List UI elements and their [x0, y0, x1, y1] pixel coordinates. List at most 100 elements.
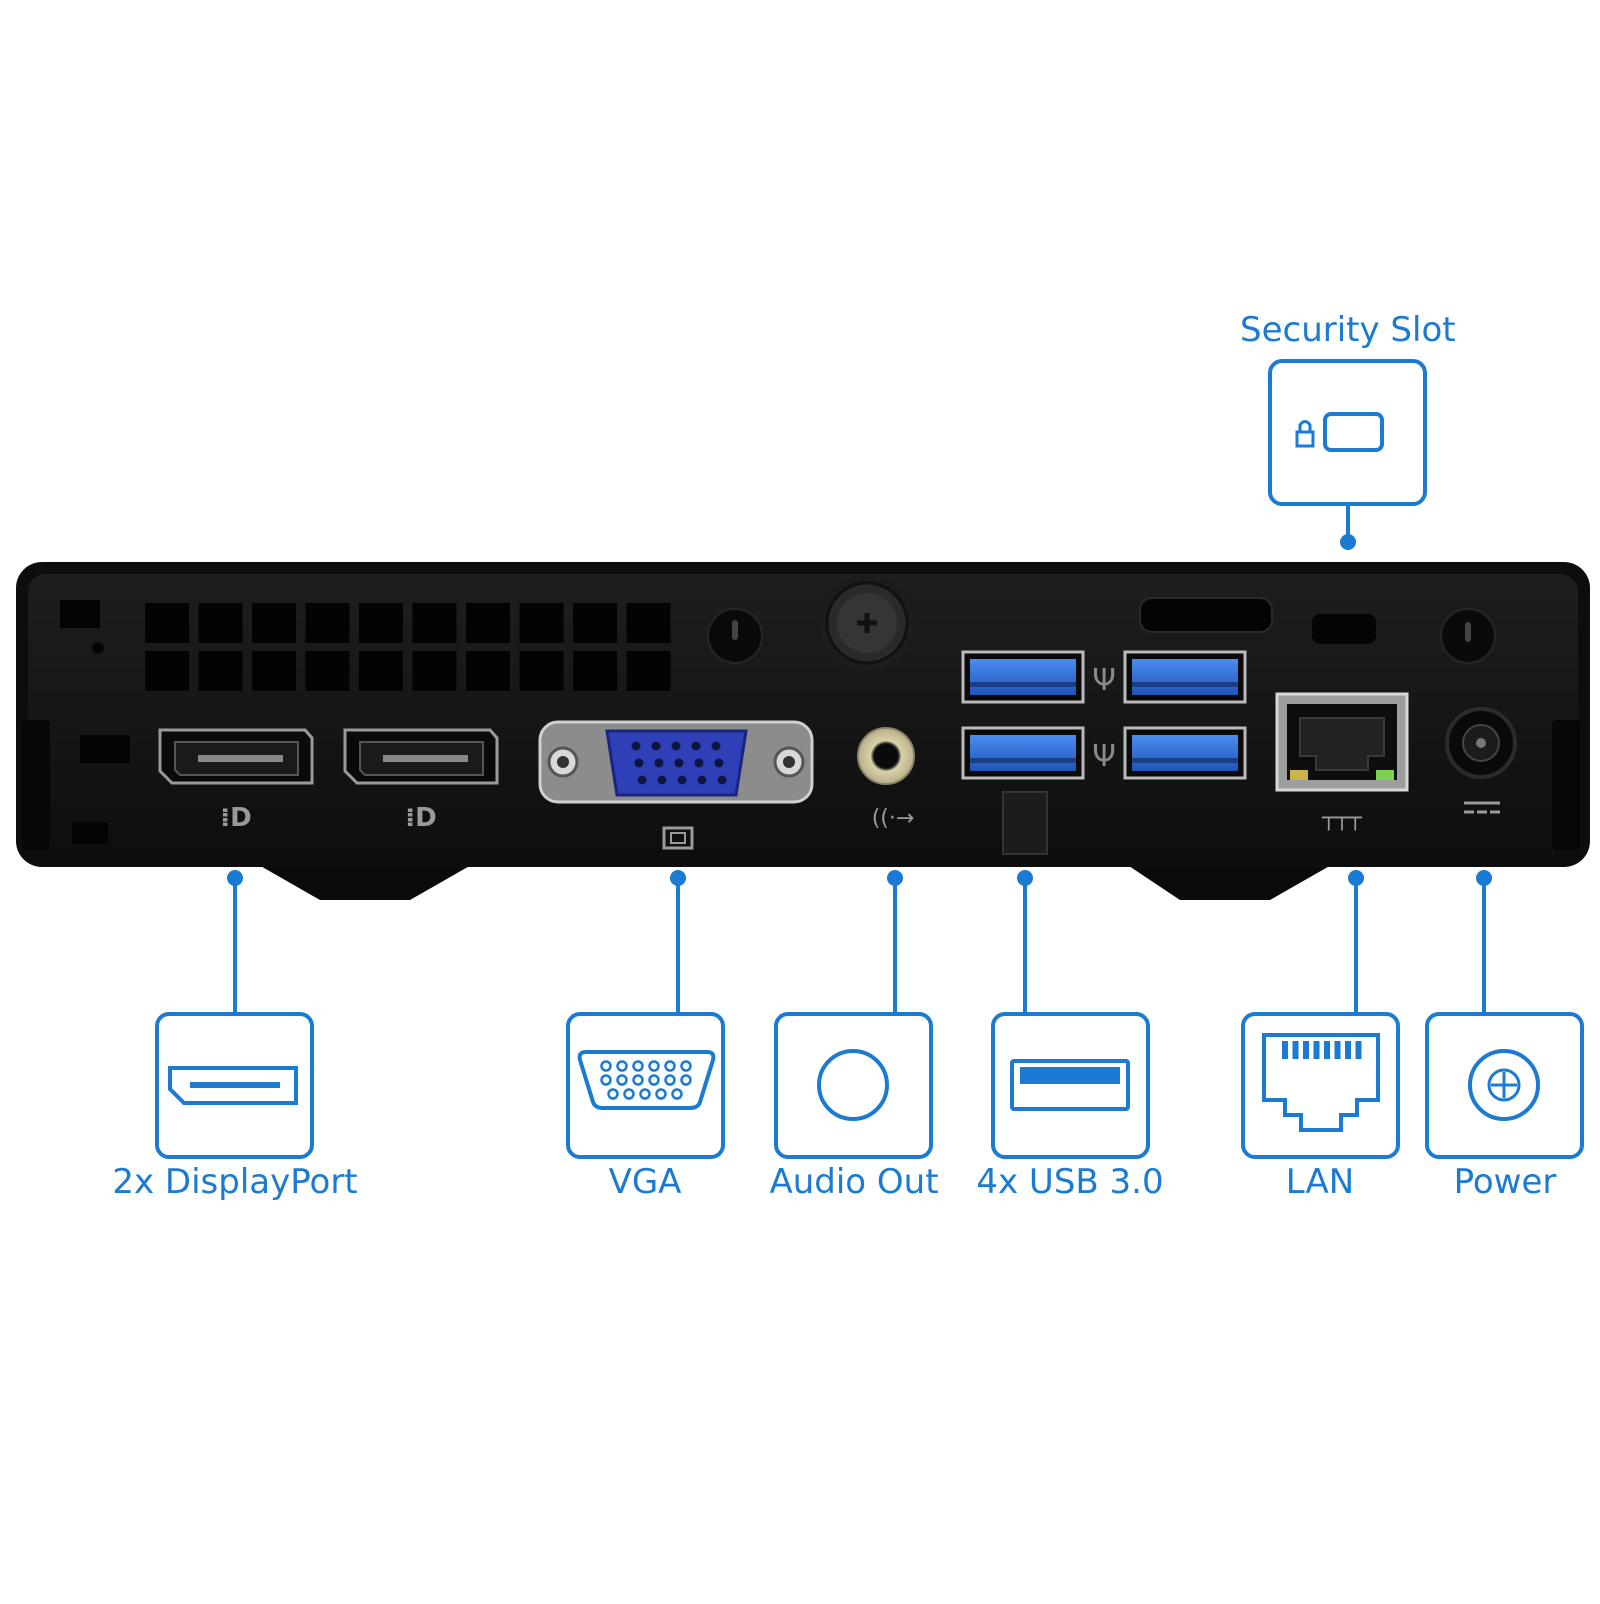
vga-icon-pin: [680, 1074, 692, 1086]
vent-cell: [466, 651, 510, 691]
vent-cell: [626, 603, 671, 643]
label-usb: 4x USB 3.0: [976, 1162, 1164, 1202]
vga-pin: [711, 741, 721, 751]
vga-icon-pin: [655, 1088, 667, 1100]
vga-pin: [634, 758, 644, 768]
vga-pin: [691, 741, 701, 751]
usb-symbol-top: Ψ: [1092, 663, 1116, 698]
usb-icon: [1010, 1059, 1130, 1111]
vga-pin: [651, 741, 661, 751]
vga-symbol: [662, 826, 694, 850]
vga-icon-pin: [664, 1074, 676, 1086]
lan-icon-pin: [1345, 1041, 1351, 1059]
power-jack: [1445, 707, 1517, 779]
vga-port: [538, 720, 814, 804]
dot-vga: [670, 870, 686, 886]
vga-icon-pin: [680, 1060, 692, 1072]
antenna-slot: [1139, 597, 1273, 633]
displayport-1: [158, 728, 314, 785]
audio-jack: [857, 727, 915, 785]
power-symbol: [1464, 801, 1500, 814]
vga-icon-pin: [600, 1074, 612, 1086]
vent-cell: [573, 651, 617, 691]
vent-cell: [305, 603, 350, 643]
lan-symbol: ┬┬┬: [1321, 806, 1362, 831]
dp-symbol-2: ⁞D: [405, 803, 436, 833]
vent-cell: [305, 651, 350, 691]
bottom-square: [72, 822, 108, 844]
box-vga: [566, 1012, 725, 1159]
displayport-icon: [168, 1066, 298, 1105]
vent-cell: [573, 603, 617, 643]
leader-lines: [227, 504, 1492, 1014]
vga-pin: [671, 741, 681, 751]
right-foot: [1120, 860, 1340, 900]
vga-pin: [677, 775, 687, 785]
vent-cell: [252, 603, 296, 643]
dot-displayport: [227, 870, 243, 886]
lan-icon-pin: [1292, 1041, 1299, 1059]
vga-icon-pin: [600, 1060, 612, 1072]
vent-cell: [412, 651, 457, 691]
vga-pin: [697, 775, 707, 785]
lan-icon-pin: [1313, 1041, 1320, 1059]
audio-icon: [817, 1049, 889, 1121]
box-audio: [774, 1012, 933, 1159]
vga-pin: [657, 775, 667, 785]
left-notch: [22, 720, 50, 850]
dp-symbol-1: ⁞D: [220, 803, 251, 833]
vga-icon-pin: [632, 1060, 644, 1072]
dot-power: [1476, 870, 1492, 886]
kensington-tab: [80, 735, 130, 763]
screw-hole-right: [1440, 608, 1496, 664]
vent-cell: [145, 651, 189, 691]
power-icon: [1468, 1049, 1540, 1121]
vga-icon-pin: [664, 1060, 676, 1072]
lock-icon: [1295, 412, 1384, 452]
vga-icon-pin: [648, 1074, 660, 1086]
displayport-2: [343, 728, 499, 785]
vga-pin: [674, 758, 684, 768]
vga-icon-pin: [648, 1060, 660, 1072]
vga-icon: [577, 1050, 716, 1110]
label-lan: LAN: [1285, 1162, 1355, 1202]
label-audio-out: Audio Out: [769, 1162, 939, 1202]
usb-port-top-left: [961, 650, 1085, 704]
audio-symbol: ((·→: [872, 806, 915, 831]
vga-icon-pin: [632, 1074, 644, 1086]
vga-pin: [654, 758, 664, 768]
usb-port-top-right: [1123, 650, 1247, 704]
vent-cell: [198, 603, 243, 643]
vent-cell: [198, 651, 243, 691]
usb-port-bottom-left: [961, 726, 1085, 780]
vent-cell: [519, 603, 564, 643]
screw-hole-left: [707, 608, 763, 664]
dot-usb: [1017, 870, 1033, 886]
left-indicator: [60, 600, 100, 628]
vent-cell: [252, 651, 296, 691]
vga-pin: [694, 758, 704, 768]
left-hole: [92, 642, 104, 654]
vga-icon-pin: [616, 1060, 628, 1072]
dot-lan: [1348, 870, 1364, 886]
lan-icon-pin: [1355, 1041, 1362, 1059]
lan-icon-pin: [1303, 1041, 1309, 1059]
vga-icon-pin: [616, 1074, 628, 1086]
dot-security: [1340, 534, 1356, 550]
label-power: Power: [1453, 1162, 1557, 1202]
rear-panel: [28, 574, 1578, 858]
cooling-vents: [145, 603, 671, 691]
vent-cell: [145, 603, 189, 643]
vga-icon-pin: [607, 1088, 619, 1100]
box-usb: [991, 1012, 1150, 1159]
right-notch: [1552, 720, 1580, 850]
vent-cell: [412, 603, 457, 643]
box-security: [1268, 359, 1427, 506]
usb-port-bottom-right: [1123, 726, 1247, 780]
vent-cell: [359, 603, 403, 643]
lan-icon-pin: [1324, 1041, 1330, 1059]
label-displayport: 2x DisplayPort: [112, 1162, 358, 1202]
vent-cell: [519, 651, 564, 691]
callout-icons: [168, 412, 1540, 1132]
